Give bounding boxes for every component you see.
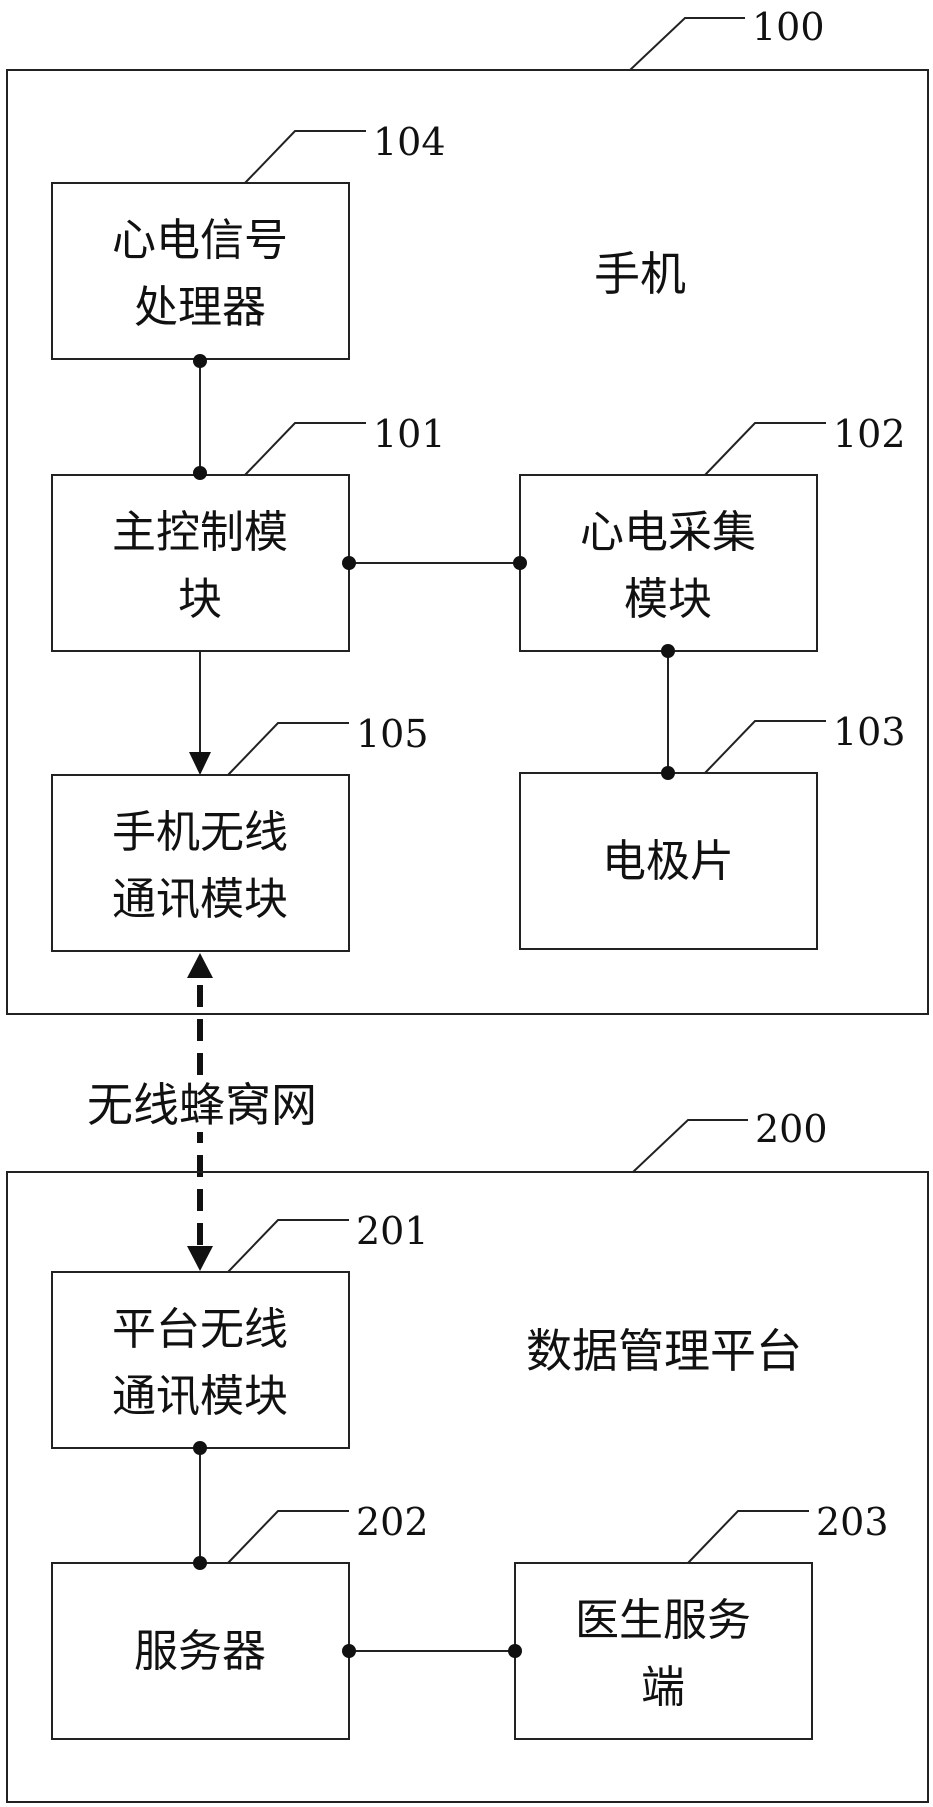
ecg-processor-ref: 104 [373, 120, 446, 164]
platform-group-ref: 200 [755, 1107, 828, 1151]
ecg-acquisition-label-line1: 心电采集 [580, 507, 756, 558]
connector-dot [342, 1644, 356, 1658]
platform-wireless-leader [228, 1220, 349, 1272]
phone-group-title: 手机 [594, 247, 686, 301]
main-control-ref: 101 [373, 412, 446, 456]
connector-dot [193, 466, 207, 480]
server-ref: 202 [356, 1500, 429, 1544]
phone-wireless-module: 手机无线 通讯模块 105 [52, 712, 429, 951]
ecg-acquisition-ref: 102 [833, 412, 906, 456]
doctor-terminal-label-line1: 医生服务 [575, 1595, 751, 1646]
server-module: 服务器 202 [52, 1500, 429, 1739]
doctor-terminal-label-line2: 端 [641, 1662, 685, 1713]
platform-wireless-label-line2: 通讯模块 [112, 1371, 288, 1422]
doctor-terminal-leader [688, 1511, 809, 1563]
connector-dot [661, 766, 675, 780]
arrowhead-down [187, 1246, 213, 1271]
electrode-label: 电极片 [602, 836, 734, 887]
connector-dot [513, 556, 527, 570]
phone-wireless-ref: 105 [356, 712, 429, 756]
platform-wireless-ref: 201 [356, 1209, 429, 1253]
platform-wireless-module: 平台无线 通讯模块 201 [52, 1209, 429, 1448]
link-label: 无线蜂窝网 [87, 1078, 317, 1132]
main-control-label-line2: 块 [178, 574, 222, 625]
connector-dot [193, 1556, 207, 1570]
doctor-terminal-ref: 203 [816, 1500, 889, 1544]
phone-wireless-label-line2: 通讯模块 [112, 874, 288, 925]
electrode-module: 电极片 103 [520, 710, 906, 949]
connector-dot [193, 1441, 207, 1455]
server-label: 服务器 [134, 1626, 266, 1677]
arrowhead-up [187, 953, 213, 978]
connector-dot [193, 354, 207, 368]
ecg-processor-leader [245, 131, 366, 183]
connector-dot [508, 1644, 522, 1658]
main-control-leader [245, 423, 366, 475]
wireless-cellular-link: 无线蜂窝网 [52, 953, 352, 1271]
ecg-processor-module: 心电信号 处理器 104 [52, 120, 446, 359]
phone-group-leader [630, 18, 745, 70]
electrode-ref: 103 [833, 710, 906, 754]
server-leader [228, 1511, 349, 1563]
phone-group-ref: 100 [752, 5, 825, 49]
doctor-terminal-module: 医生服务 端 203 [515, 1500, 889, 1739]
arrowhead-down [189, 752, 211, 775]
ecg-acquisition-leader [705, 423, 826, 475]
connector-dot [342, 556, 356, 570]
platform-group-title: 数据管理平台 [526, 1324, 802, 1378]
main-control-label-line1: 主控制模 [112, 507, 288, 558]
platform-wireless-label-line1: 平台无线 [112, 1304, 288, 1355]
phone-wireless-leader [228, 723, 349, 775]
ecg-processor-label-line1: 心电信号 [112, 215, 288, 266]
electrode-leader [705, 721, 826, 773]
platform-group-leader [633, 1120, 748, 1172]
ecg-acquisition-module: 心电采集 模块 102 [520, 412, 906, 651]
connector-dot [661, 644, 675, 658]
main-control-module: 主控制模 块 101 [52, 412, 446, 651]
phone-wireless-label-line1: 手机无线 [112, 807, 288, 858]
ecg-processor-label-line2: 处理器 [134, 282, 266, 333]
ecg-acquisition-label-line2: 模块 [624, 574, 712, 625]
